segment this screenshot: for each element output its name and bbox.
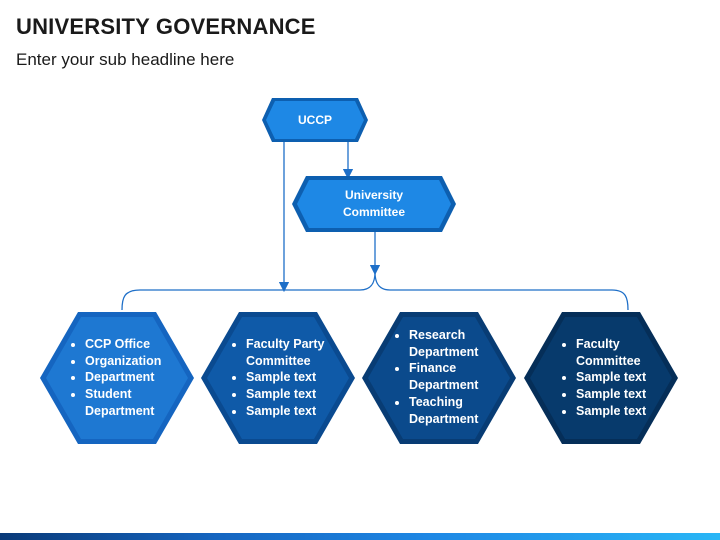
list-item: Teaching Department [409, 394, 493, 427]
uccp-node [262, 98, 368, 142]
hexagon-3 [362, 312, 516, 444]
page-subtitle: Enter your sub headline here [16, 50, 235, 69]
hexagon-2-text: Faculty Party Committee Sample text Samp… [234, 336, 332, 420]
list-item: Organization [85, 353, 173, 370]
list-item: Faculty Committee [576, 336, 654, 369]
hexagon-3-text: Research Department Finance Department T… [397, 327, 493, 427]
uccp-label: UCCP [297, 112, 332, 127]
bracket-connector [121, 271, 629, 311]
list-item: Sample text [576, 369, 654, 386]
list-item: Student Department [85, 386, 173, 419]
list-item: Sample text [576, 403, 654, 420]
list-item: Department [85, 369, 173, 386]
list-item: Sample text [246, 403, 332, 420]
list-item: Faculty Party Committee [246, 336, 332, 369]
page-title: UNIVERSITY GOVERNANCE [16, 14, 316, 39]
list-item: Research Department [409, 327, 493, 360]
list-item: CCP Office [85, 336, 173, 353]
hexagon-1 [40, 312, 194, 444]
university-committee-label: University Committee [306, 184, 442, 224]
hexagon-2 [201, 312, 355, 444]
list-item: Sample text [246, 369, 332, 386]
hexagon-4-text: Faculty Committee Sample text Sample tex… [564, 336, 654, 420]
committee-label-line2: Committee [342, 205, 405, 219]
bottom-accent-bar [0, 533, 720, 540]
list-item: Sample text [576, 386, 654, 403]
university-committee-node [292, 176, 456, 232]
list-item: Sample text [246, 386, 332, 403]
hexagon-1-text: CCP Office Organization Department Stude… [73, 336, 173, 420]
list-item: Finance Department [409, 360, 493, 393]
hexagon-4 [524, 312, 678, 444]
committee-label-line1: University [344, 188, 404, 202]
